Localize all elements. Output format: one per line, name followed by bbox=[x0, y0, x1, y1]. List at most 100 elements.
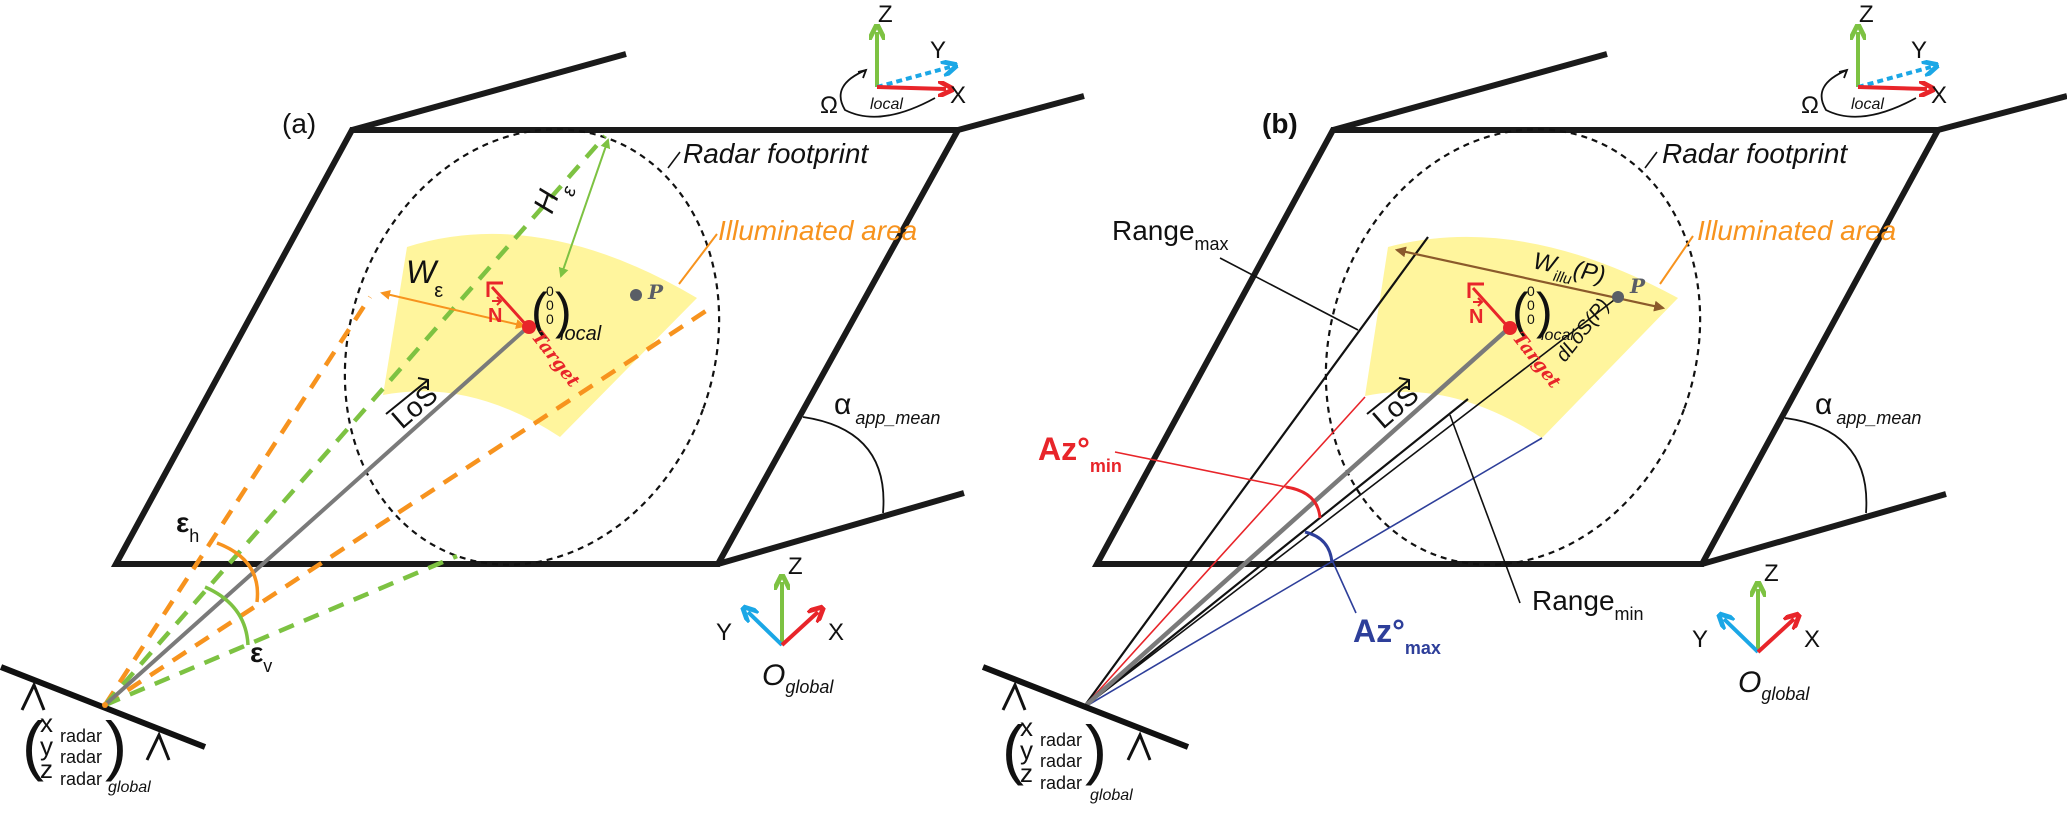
az-min-label: Az°min bbox=[1038, 431, 1122, 476]
global-x-label-b: X bbox=[1804, 626, 1820, 653]
line-of-sight-b bbox=[1081, 326, 1511, 710]
alpha-arc bbox=[802, 416, 885, 514]
radar-y: y bbox=[40, 731, 53, 761]
plane-edge-top-right bbox=[957, 93, 1085, 133]
local-axes: Z Y X Ω local bbox=[820, 1, 966, 119]
radar-z-b: z bbox=[1020, 758, 1033, 788]
local-x-axis-b bbox=[1857, 87, 1927, 89]
radar-z: z bbox=[40, 754, 53, 784]
epsilon-h-label: εh bbox=[176, 507, 199, 546]
target-point-b bbox=[1503, 321, 1517, 335]
az-max-arc bbox=[1304, 530, 1334, 564]
normal-arrowhead-icon-b bbox=[1467, 282, 1484, 298]
radar-left-paren-b: ( bbox=[1002, 712, 1024, 786]
illuminated-area-label: Illuminated area bbox=[718, 215, 917, 246]
radar-footprint-label-b: Radar footprint bbox=[1662, 138, 1848, 169]
beam-edge-h-left bbox=[103, 295, 372, 707]
radar-footprint-label: Radar footprint bbox=[683, 138, 869, 169]
plane-edge-bottom-right-b bbox=[1701, 491, 1947, 567]
local-x-axis bbox=[876, 87, 946, 89]
global-x-axis-b bbox=[1756, 619, 1794, 654]
local-origin-label-b: local bbox=[1851, 96, 1884, 113]
radar-y-sub-b: radar bbox=[1040, 751, 1082, 771]
radar-x: x bbox=[40, 708, 53, 738]
local-x-label: X bbox=[950, 82, 966, 109]
global-origin-label: Oglobal bbox=[762, 659, 834, 697]
local-axes-b: Z Y X Ω local bbox=[1801, 1, 1947, 119]
global-origin-label-b: Oglobal bbox=[1738, 666, 1810, 704]
plane-edge-top-left bbox=[351, 51, 627, 133]
range-max-line bbox=[1082, 236, 1429, 709]
illuminated-area-leader-b bbox=[1659, 235, 1694, 285]
beam-edge-v-bottom bbox=[104, 553, 458, 708]
beam-edge-h-right bbox=[103, 305, 714, 707]
zero-3: 0 bbox=[546, 311, 554, 327]
normal-label: N bbox=[488, 305, 502, 327]
radar-right-paren: ) bbox=[105, 708, 127, 782]
local-y-label: Y bbox=[930, 37, 946, 64]
los-arrow-icon-b bbox=[1366, 377, 1410, 415]
omega-rotation-arc bbox=[839, 69, 936, 118]
omega-label: Ω bbox=[820, 92, 838, 119]
radar-x-sub-b: radar bbox=[1040, 730, 1082, 750]
right-paren: ) bbox=[555, 283, 572, 339]
radar-origin bbox=[102, 702, 108, 708]
local-z-label-b: Z bbox=[1859, 1, 1874, 28]
radar-x-sub: radar bbox=[60, 726, 102, 746]
local-origin-label: local bbox=[870, 96, 903, 113]
normal-small-arrow-icon-b bbox=[1473, 297, 1484, 307]
radar-support-left-icon-b bbox=[1001, 681, 1027, 711]
w-illu-label: Willu(P) bbox=[1530, 247, 1608, 294]
radar-footprint-ellipse bbox=[343, 128, 721, 566]
range-min-line bbox=[1082, 398, 1469, 709]
range-min-label: Rangemin bbox=[1532, 585, 1644, 624]
radar-z-sub-b: radar bbox=[1040, 773, 1082, 793]
h-epsilon-arrow bbox=[558, 138, 611, 278]
az-min-leader bbox=[1114, 451, 1321, 519]
radar-global-sub-b: global bbox=[1090, 787, 1133, 804]
los-arrow-icon bbox=[385, 377, 429, 415]
zero-3-b: 0 bbox=[1527, 311, 1535, 327]
radar-footprint-leader bbox=[667, 151, 681, 169]
normal-vector-line bbox=[490, 285, 530, 329]
local-y-axis-b bbox=[1857, 67, 1931, 89]
point-p-label-b: P bbox=[1629, 274, 1646, 298]
local-y-label-b: Y bbox=[1911, 37, 1927, 64]
az-max-leader bbox=[1331, 559, 1357, 614]
radar-y-sub: radar bbox=[60, 747, 102, 767]
az-min-line bbox=[1082, 396, 1366, 709]
az-max-line bbox=[1082, 437, 1543, 709]
epsilon-v-label: εv bbox=[250, 637, 272, 676]
global-axes: Z Y X Oglobal bbox=[716, 553, 844, 697]
zero-2: 0 bbox=[546, 297, 554, 313]
illuminated-area-leader bbox=[678, 233, 718, 285]
line-of-sight bbox=[103, 325, 530, 707]
point-p-label: P bbox=[647, 280, 664, 304]
panel-b-label: (b) bbox=[1262, 108, 1298, 139]
point-p-b bbox=[1612, 291, 1624, 303]
normal-small-arrow-icon bbox=[492, 296, 503, 306]
global-y-axis bbox=[748, 612, 784, 647]
panel-b: (b) Willu(P) dLoS(P) N ( 0 0 bbox=[981, 1, 2067, 804]
local-x-label-b: X bbox=[1931, 82, 1947, 109]
global-z-label: Z bbox=[788, 553, 803, 580]
radar-x-b: x bbox=[1020, 712, 1033, 742]
radar-antenna-b: ( x y z radar radar radar ) global bbox=[981, 664, 1190, 804]
omega-arrow-icon bbox=[857, 68, 868, 79]
radar-y-b: y bbox=[1020, 735, 1033, 765]
global-y-label-b: Y bbox=[1692, 626, 1708, 653]
zero-1: 0 bbox=[546, 283, 554, 299]
alpha-arc-b bbox=[1784, 417, 1868, 514]
global-x-label: X bbox=[828, 619, 844, 646]
radar-footprint-leader-b bbox=[1644, 151, 1658, 169]
local-z-label: Z bbox=[878, 1, 893, 28]
zero-1-b: 0 bbox=[1527, 283, 1535, 299]
zero-2-b: 0 bbox=[1527, 297, 1535, 313]
radar-z-sub: radar bbox=[60, 769, 102, 789]
normal-vector-line-b bbox=[1471, 286, 1511, 330]
global-x-axis bbox=[780, 612, 818, 647]
global-axes-b: Z Y X Oglobal bbox=[1692, 560, 1820, 704]
